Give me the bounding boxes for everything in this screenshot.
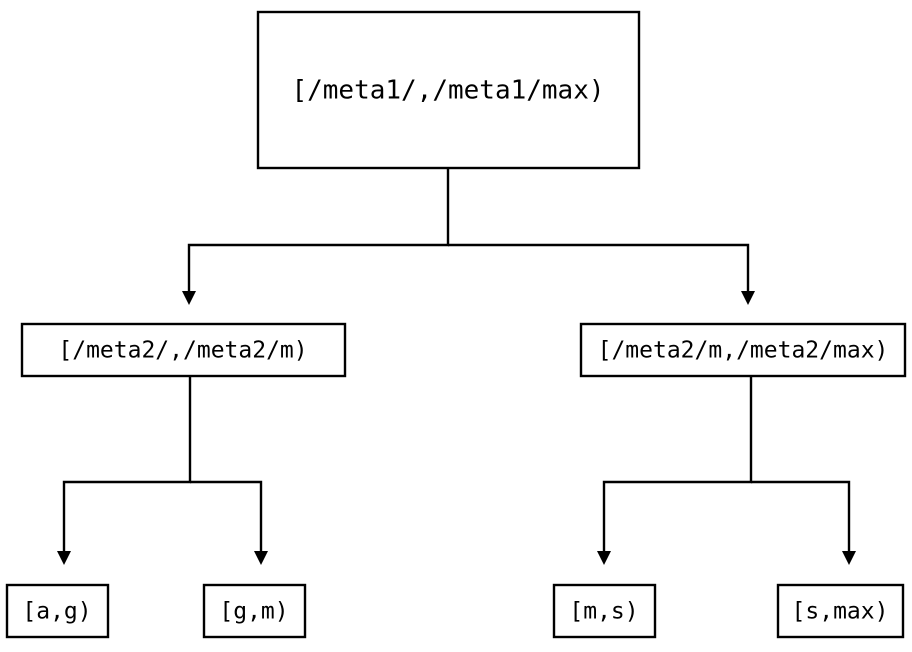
node-mid-left[interactable]: [/meta2/,/meta2/m) xyxy=(20,322,347,378)
node-leaf-4-box xyxy=(776,583,905,639)
node-leaf-1[interactable]: [a,g) xyxy=(5,583,110,639)
connector-path xyxy=(751,480,851,552)
node-root-label: [/meta1/,/meta1/max) xyxy=(291,76,604,106)
edge-mid-right-to-leaf-4 xyxy=(751,480,856,565)
connector-path xyxy=(190,480,263,552)
node-leaf-3-label: [m,s) xyxy=(569,599,638,625)
connector-path xyxy=(187,168,450,292)
arrowhead-icon xyxy=(57,551,71,565)
node-root-box xyxy=(256,10,641,170)
node-leaf-2[interactable]: [g,m) xyxy=(202,583,307,639)
node-mid-left-box xyxy=(20,322,347,378)
node-mid-right[interactable]: [/meta2/m,/meta2/max) xyxy=(579,322,907,378)
node-leaf-4[interactable]: [s,max) xyxy=(776,583,905,639)
connector-path xyxy=(602,376,753,552)
edge-mid-left-to-leaf-2 xyxy=(190,480,268,565)
edge-mid-left-to-leaf-1 xyxy=(57,376,192,565)
arrowhead-icon xyxy=(597,551,611,565)
arrowhead-icon xyxy=(182,291,196,305)
node-mid-left-label: [/meta2/,/meta2/m) xyxy=(58,338,307,364)
connector-path xyxy=(62,376,192,552)
node-leaf-3[interactable]: [m,s) xyxy=(552,583,657,639)
arrowhead-icon xyxy=(254,551,268,565)
node-leaf-3-box xyxy=(552,583,657,639)
node-leaf-2-box xyxy=(202,583,307,639)
node-root[interactable]: [/meta1/,/meta1/max) xyxy=(256,10,641,170)
edge-mid-right-to-leaf-3 xyxy=(597,376,753,565)
connector-path xyxy=(448,243,750,292)
edge-root-to-mid-right xyxy=(448,243,755,305)
node-leaf-1-box xyxy=(5,583,110,639)
node-mid-right-box xyxy=(579,322,907,378)
node-leaf-1-label: [a,g) xyxy=(22,599,91,625)
arrowhead-icon xyxy=(741,291,755,305)
edge-root-to-mid-left xyxy=(182,168,450,305)
node-leaf-4-label: [s,max) xyxy=(792,599,889,625)
node-leaf-2-label: [g,m) xyxy=(219,599,288,625)
node-mid-right-label: [/meta2/m,/meta2/max) xyxy=(598,338,889,364)
arrowhead-icon xyxy=(842,551,856,565)
